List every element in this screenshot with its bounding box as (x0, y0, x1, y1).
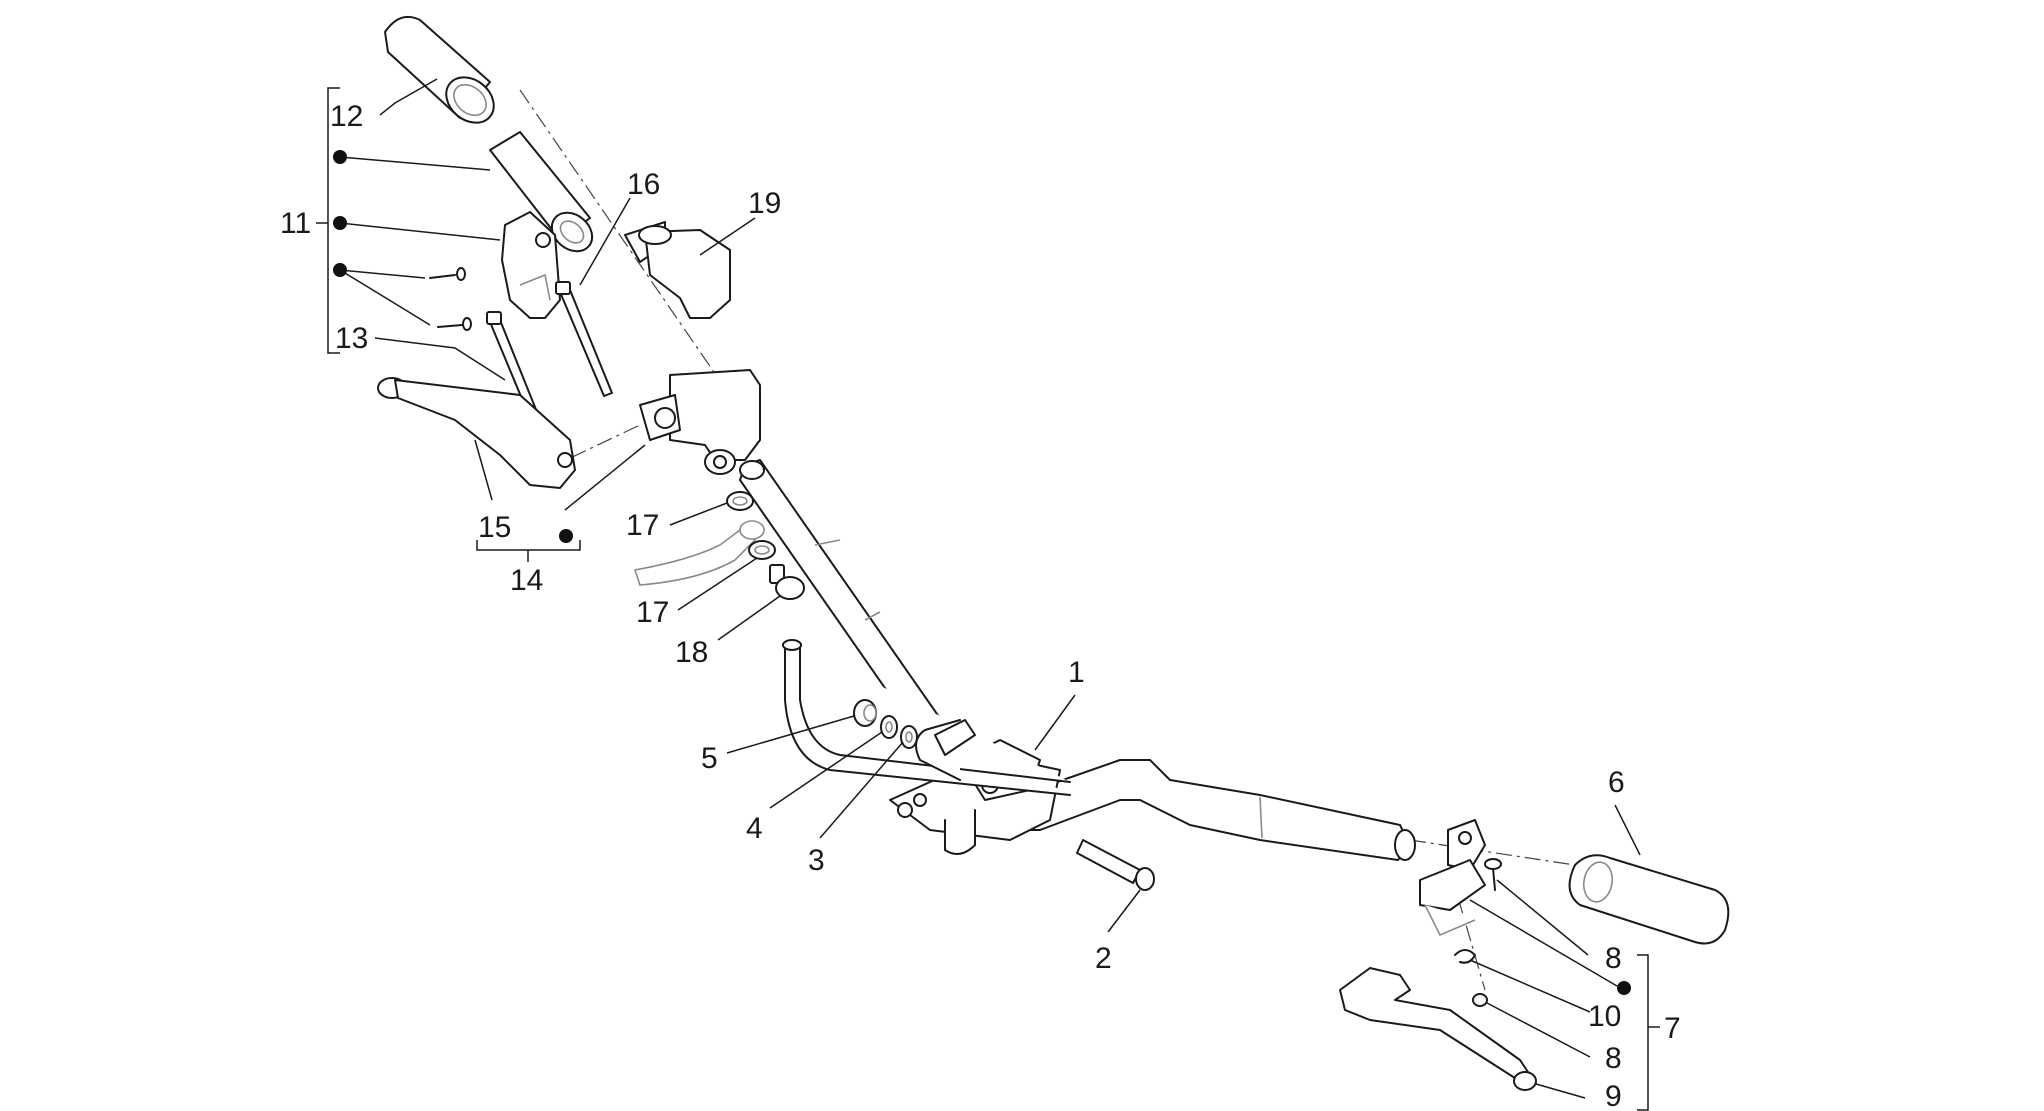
throttle-tube (489, 131, 594, 253)
banjo-bolt-part-18 (769, 564, 805, 600)
master-cylinder-cover-part-19 (624, 221, 731, 319)
assembly-axis-right (1409, 839, 1576, 866)
callout-2: 2 (1095, 942, 1112, 975)
left-brake-lever-part-15 (377, 377, 576, 489)
callout-9: 9 (1605, 1080, 1622, 1111)
pivot-nut-part-8 (1472, 993, 1488, 1007)
assembly-axis-lever-left (544, 424, 641, 471)
callout-18: 18 (675, 636, 708, 669)
callout-7: 7 (1664, 1012, 1681, 1045)
callout-14: 14 (510, 564, 543, 597)
callout-17-upper: 17 (626, 509, 659, 542)
callout-15: 15 (478, 511, 511, 544)
cable-part-16 (555, 281, 613, 397)
right-grip-part-6 (1568, 854, 1730, 945)
callout-1: 1 (1068, 656, 1085, 689)
leader-lines (339, 78, 1641, 1099)
kit-marker-dot (1617, 981, 1631, 995)
bracket-group-7 (1637, 954, 1649, 1111)
callout-12: 12 (330, 100, 363, 133)
washer-part-4 (880, 715, 898, 739)
callout-8-lower: 8 (1605, 1042, 1622, 1075)
pivot-bolt-upper-part-8 (1484, 858, 1502, 891)
callout-5: 5 (701, 742, 718, 775)
u-bolt (782, 639, 1071, 796)
callout-11: 11 (280, 207, 311, 240)
kit-marker-dot (333, 263, 347, 277)
assembly-axis-right-lever (1449, 869, 1486, 991)
banjo-fitting (633, 520, 765, 586)
right-lever-part-9 (1339, 967, 1537, 1091)
callout-4: 4 (746, 812, 763, 845)
callout-3: 3 (808, 844, 825, 877)
screw-lower (437, 317, 472, 331)
nut-part-5 (853, 699, 877, 727)
right-lever-mount (1419, 819, 1486, 937)
sealing-washer-lower-part-17 (748, 540, 776, 560)
sealing-washer-upper-part-17 (726, 491, 754, 511)
kit-marker-dot (333, 150, 347, 164)
kit-marker-dot (559, 529, 573, 543)
screw-upper (429, 267, 466, 281)
callout-8-upper: 8 (1605, 942, 1622, 975)
callout-10: 10 (1588, 1000, 1621, 1033)
clamp-block (934, 719, 976, 855)
callout-17-lower: 17 (636, 596, 669, 629)
master-cylinder (639, 369, 761, 475)
callout-19: 19 (748, 187, 781, 220)
washer-part-3 (900, 725, 918, 749)
bracket-group-11 (327, 87, 340, 354)
kit-marker-dot (333, 216, 347, 230)
throttle-housing (501, 211, 561, 319)
callout-16: 16 (627, 168, 660, 201)
left-grip-part-12 (384, 16, 495, 124)
callout-13: 13 (335, 322, 368, 355)
bolt-part-2 (1076, 839, 1155, 891)
spring-clip-part-10 (1454, 949, 1476, 964)
assembly-axis-left (519, 89, 741, 411)
callout-6: 6 (1608, 766, 1625, 799)
